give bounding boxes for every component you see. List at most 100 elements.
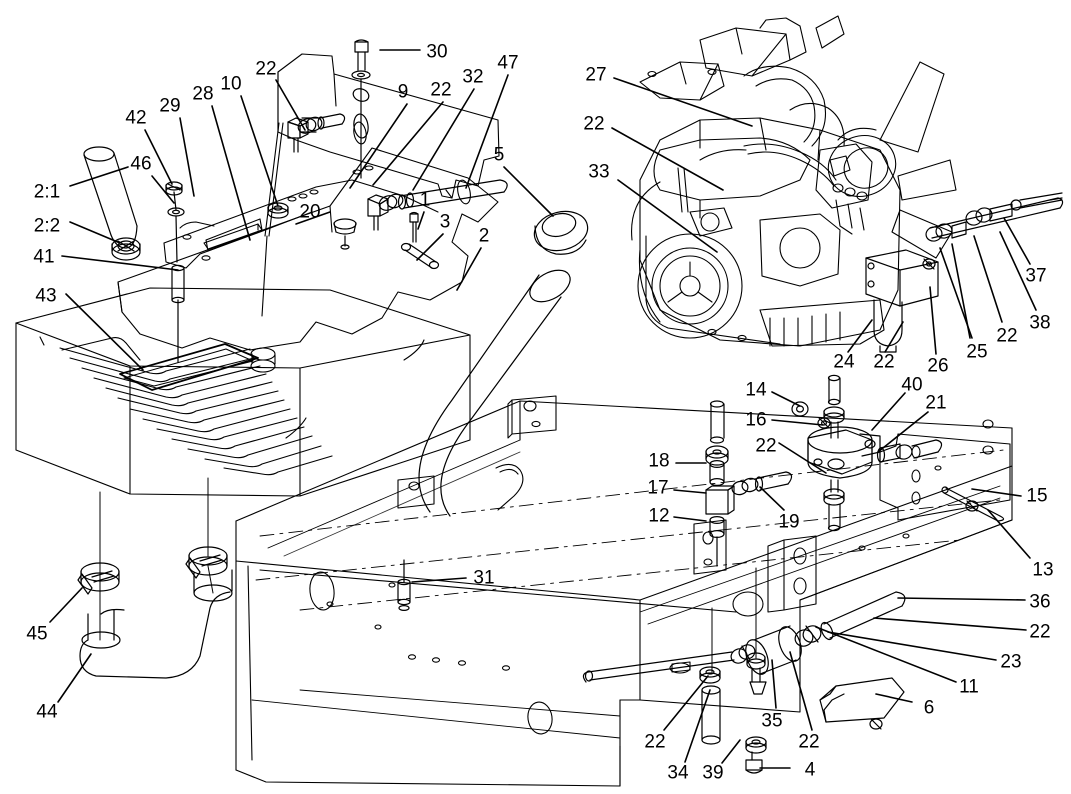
tube-stub-left: [317, 113, 346, 130]
tank-hose-runs: [99, 477, 214, 641]
nut-42: [165, 181, 183, 211]
callout-22: 22: [873, 351, 895, 373]
callout-22: 22: [430, 79, 452, 101]
fuel-line-train: [925, 192, 1064, 242]
callout-39: 39: [702, 762, 724, 784]
callout-12: 12: [648, 505, 670, 527]
callout-2: 2: [478, 225, 490, 247]
screw-26: [922, 258, 936, 270]
stud-22-mid-bottom: [746, 652, 767, 695]
pad-28: [205, 218, 263, 252]
callout-22: 22: [1029, 621, 1051, 643]
callout-22: 22: [798, 731, 820, 753]
callout-22: 22: [996, 325, 1018, 347]
fuel-filter-24: [865, 249, 939, 353]
callout-2-2: 2:2: [33, 215, 61, 237]
callout-35: 35: [761, 710, 783, 732]
rod-end-bearing-2-2: [111, 237, 141, 261]
tube-36: [820, 591, 906, 641]
callout-4: 4: [804, 759, 816, 781]
fitting-elbow-left: [287, 117, 309, 153]
callout-47: 47: [497, 52, 519, 74]
callout-40: 40: [901, 374, 923, 396]
callout-36: 36: [1029, 591, 1051, 613]
deck-shield: [277, 53, 500, 199]
callout-26: 26: [927, 355, 949, 377]
callout-18: 18: [648, 450, 670, 472]
nut-22-tail: [794, 625, 822, 647]
nut-22-left: [297, 116, 323, 134]
bolt-30: [351, 39, 371, 179]
callout-13: 13: [1032, 559, 1054, 581]
vertical-rods-bottom: [711, 567, 757, 673]
exhaust-pipe: [418, 269, 571, 517]
fuel-tank: [15, 287, 471, 497]
grommet-20: [267, 202, 289, 219]
fitting-elbow-mid: [367, 194, 389, 231]
rod-35: [582, 651, 735, 683]
callout-16: 16: [745, 409, 767, 431]
callout-20: 20: [299, 201, 321, 223]
callout-29: 29: [159, 95, 181, 117]
stud-41: [171, 264, 185, 363]
leader-lines: [49, 49, 1037, 769]
callout-2-1: 2:1: [33, 181, 61, 203]
callout-23: 23: [1000, 651, 1022, 673]
clamp-11: [730, 644, 756, 664]
callout-38: 38: [1029, 312, 1051, 334]
nut-39: [745, 736, 767, 774]
callout-34: 34: [667, 762, 689, 784]
screw-16: [817, 417, 831, 429]
callout-22: 22: [583, 113, 605, 135]
washer-46: [167, 207, 185, 263]
callout-11: 11: [959, 676, 979, 698]
bolt-15: [941, 486, 1005, 522]
callout-10: 10: [220, 73, 242, 95]
callout-46: 46: [130, 153, 152, 175]
grommet-5: [533, 210, 589, 255]
fuel-pump-40: [807, 374, 881, 532]
stud-34: [699, 666, 721, 745]
callout-21: 21: [925, 392, 947, 414]
callout-42: 42: [125, 107, 147, 129]
main-frame: [235, 395, 1013, 787]
throttle-stack: [705, 400, 793, 567]
callout-3: 3: [439, 211, 451, 233]
callout-43: 43: [35, 285, 57, 307]
callout-45: 45: [26, 623, 48, 645]
frame-detail-lines: [251, 439, 1001, 739]
callout-28: 28: [192, 83, 214, 105]
deck-platform: [117, 147, 499, 351]
callout-44: 44: [36, 701, 58, 723]
callout-6: 6: [923, 697, 935, 719]
callout-19: 19: [778, 511, 800, 533]
callout-33: 33: [588, 161, 610, 183]
fitting-21: [876, 439, 943, 463]
callout-17: 17: [647, 477, 669, 499]
washer-14: [791, 401, 809, 417]
spacer-31: [397, 559, 411, 611]
callout-30: 30: [426, 41, 448, 63]
fuel-tank-filler: [250, 347, 276, 373]
hydraulic-tube-32: [397, 179, 508, 210]
bracket-6: [819, 677, 905, 730]
grommet-20b: [333, 218, 357, 250]
callout-24: 24: [833, 351, 855, 373]
control-lever-knob: [83, 146, 138, 249]
callout-32: 32: [462, 66, 484, 88]
canister-23: [745, 625, 802, 675]
callout-22: 22: [755, 435, 777, 457]
link-3: [400, 211, 440, 270]
callout-22: 22: [644, 731, 666, 753]
hose-clamp-45-right: [185, 546, 228, 579]
rod-29: [261, 122, 284, 317]
callout-14: 14: [745, 379, 767, 401]
tank-hose-44: [79, 569, 233, 679]
callout-22: 22: [255, 58, 277, 80]
callout-37: 37: [1025, 265, 1047, 287]
callout-9: 9: [397, 81, 409, 103]
callout-31: 31: [473, 567, 495, 589]
callout-1: 1: [419, 189, 431, 211]
